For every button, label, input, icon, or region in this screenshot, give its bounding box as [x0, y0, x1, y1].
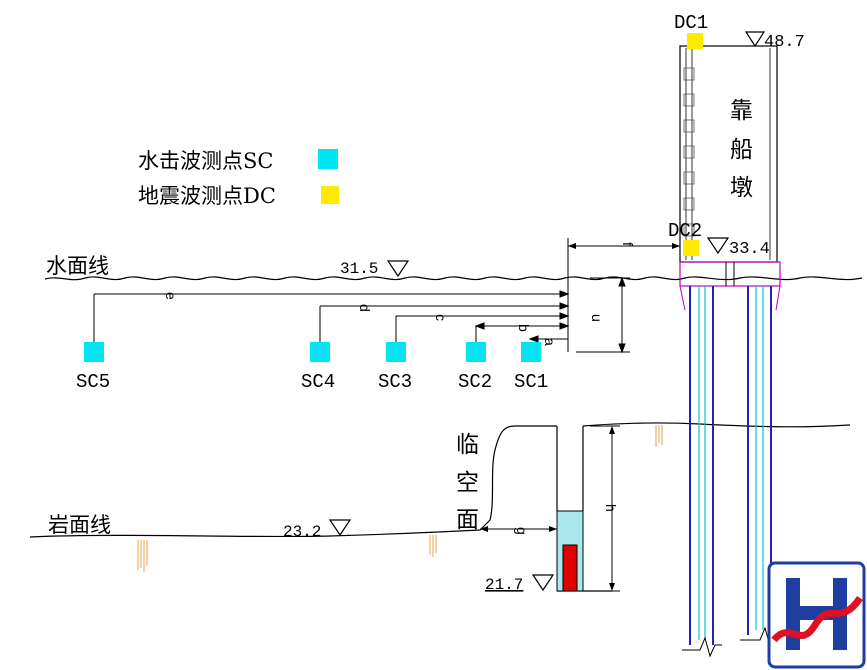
- blast-hole: [556, 426, 612, 592]
- dimension-c-label: c: [433, 314, 449, 321]
- pier-char-1: 靠: [730, 98, 753, 124]
- dimension-f: [567, 238, 680, 352]
- rock-surface-line: [29, 425, 557, 538]
- sensor-sc1-label: SC1: [514, 371, 548, 393]
- water-line-label: 水面线: [46, 254, 109, 278]
- sensor-dc2-label: DC2: [668, 220, 702, 242]
- pier-char-2: 船: [730, 137, 753, 163]
- seabed-root-marks: [137, 425, 663, 572]
- pier-top-elevation: 48.7: [764, 33, 805, 52]
- elev-marker-48-7: [744, 31, 766, 48]
- elev-marker-31-5: [386, 260, 410, 278]
- legend-dc-swatch: [321, 186, 339, 204]
- sensor-sc3-marker: [386, 342, 406, 362]
- sensor-dc1-marker: [687, 33, 703, 49]
- legend-sc-swatch: [318, 149, 338, 169]
- water-elevation: 31.5: [340, 260, 378, 278]
- elev-marker-23-2: [328, 519, 352, 537]
- dimension-u-label: u: [589, 314, 605, 322]
- sensor-sc2-marker: [466, 342, 486, 362]
- free-face-char-3: 面: [456, 507, 479, 533]
- elev-marker-21-7: [531, 574, 555, 592]
- sensor-dc1-label: DC1: [674, 12, 708, 34]
- legend-sc-label: 水击波测点SC: [138, 149, 273, 173]
- rock-elevation: 23.2: [283, 523, 321, 541]
- company-logo: [767, 561, 866, 669]
- seabed-line: [582, 422, 851, 428]
- distance-lines: [93, 290, 570, 343]
- dimension-f-label: f: [620, 242, 636, 246]
- dimension-g-label: g: [514, 527, 530, 535]
- sensor-sc1-marker: [521, 342, 541, 362]
- fender-marks: [683, 67, 695, 237]
- pier-base-elevation: 33.4: [729, 240, 770, 259]
- water-surface-line: [44, 276, 863, 281]
- sensor-sc4-label: SC4: [301, 371, 335, 393]
- sensor-sc4-marker: [310, 342, 330, 362]
- dimension-b-label: b: [516, 324, 532, 332]
- free-face-char-1: 临: [456, 432, 479, 458]
- dimension-g: [480, 526, 557, 532]
- sensor-sc2-label: SC2: [458, 371, 492, 393]
- elev-marker-33-4: [706, 237, 730, 255]
- dimension-a-label: a: [542, 338, 558, 346]
- dimension-h-label: h: [603, 504, 619, 512]
- sensor-sc5-marker: [84, 342, 104, 362]
- dimension-d-label: d: [357, 304, 373, 312]
- piles: [682, 286, 782, 658]
- pier-char-3: 墩: [730, 175, 753, 201]
- rock-line-label: 岩面线: [48, 513, 111, 537]
- explosive-charge: [562, 544, 578, 592]
- sensor-dc2-marker: [683, 240, 699, 256]
- free-face-char-2: 空: [456, 470, 479, 496]
- berthing-pier: [679, 45, 781, 311]
- sensor-sc3-label: SC3: [378, 371, 412, 393]
- dimension-h: [590, 425, 620, 592]
- sensor-sc5-label: SC5: [76, 371, 110, 393]
- dimension-e-label: e: [163, 292, 179, 300]
- legend-dc-label: 地震波测点DC: [138, 184, 276, 208]
- dimension-u: [576, 276, 630, 354]
- bottom-elevation: 21.7: [485, 576, 523, 594]
